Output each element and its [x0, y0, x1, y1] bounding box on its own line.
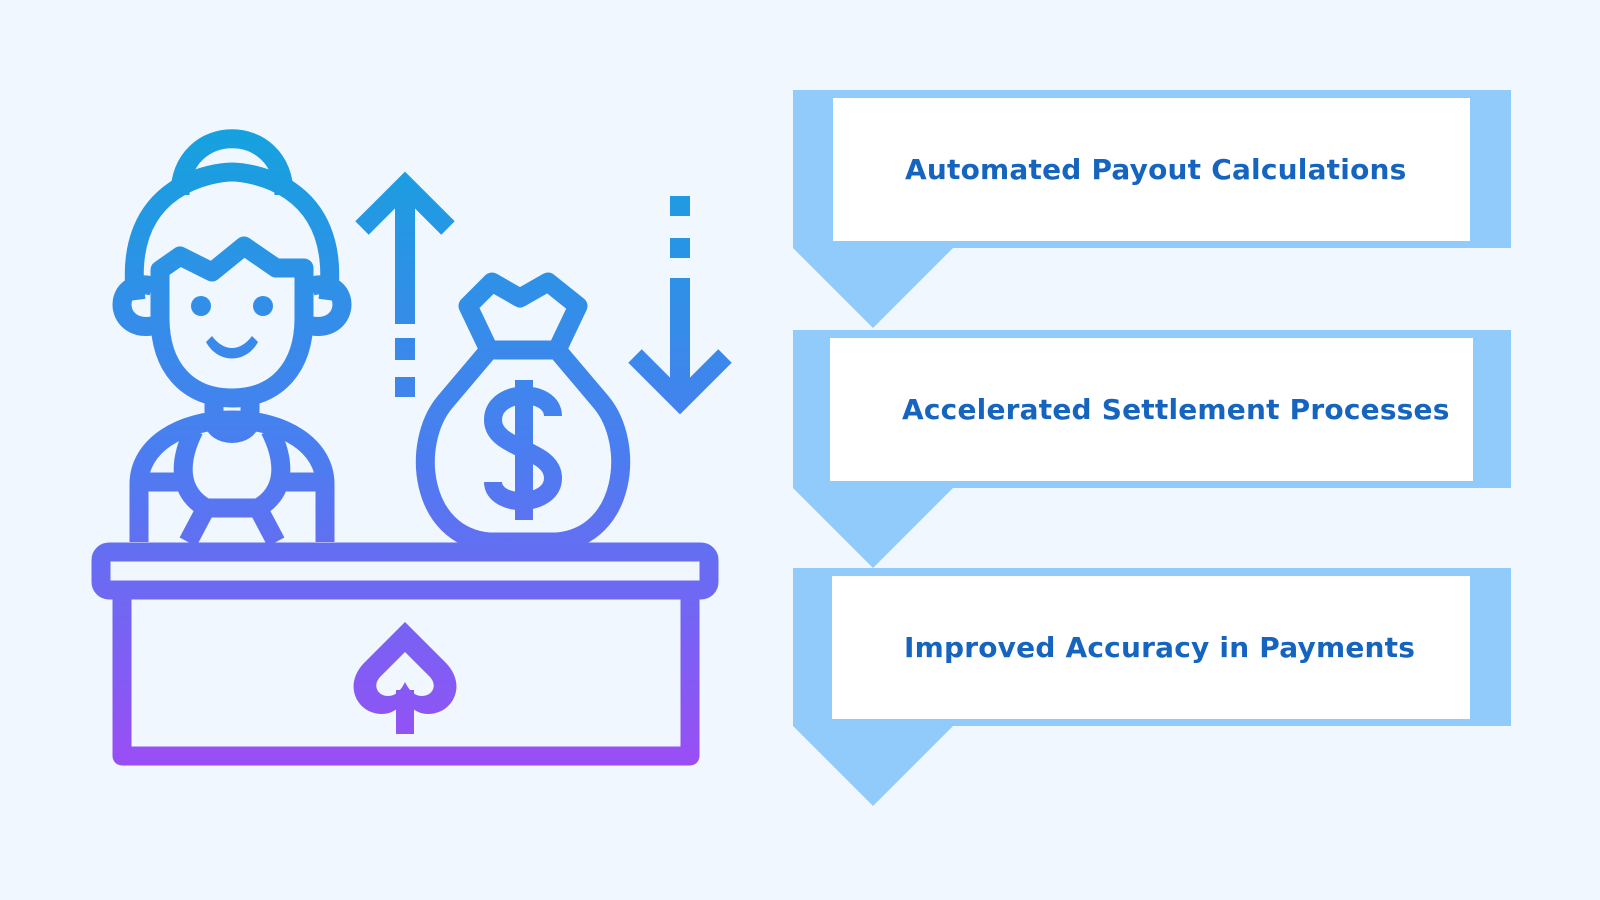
arrow-up-icon: [355, 171, 455, 397]
step-3-card: Improved Accuracy in Payments: [832, 576, 1470, 719]
arrow-down-icon: [628, 196, 732, 415]
money-bag-icon: [415, 272, 631, 552]
cashier-illustration: [91, 129, 732, 766]
step-1-card: Automated Payout Calculations: [833, 98, 1470, 241]
desk-icon: [91, 542, 719, 766]
step-2-label: Accelerated Settlement Processes: [902, 393, 1450, 426]
cashier-face-details: [191, 296, 273, 359]
cashier-woman-icon: [112, 129, 352, 547]
step-3-label: Improved Accuracy in Payments: [904, 631, 1416, 664]
dollar-sign-icon: [483, 380, 563, 520]
step-1-label: Automated Payout Calculations: [905, 153, 1407, 186]
spade-icon: [353, 622, 457, 734]
step-2-card: Accelerated Settlement Processes: [830, 338, 1473, 481]
